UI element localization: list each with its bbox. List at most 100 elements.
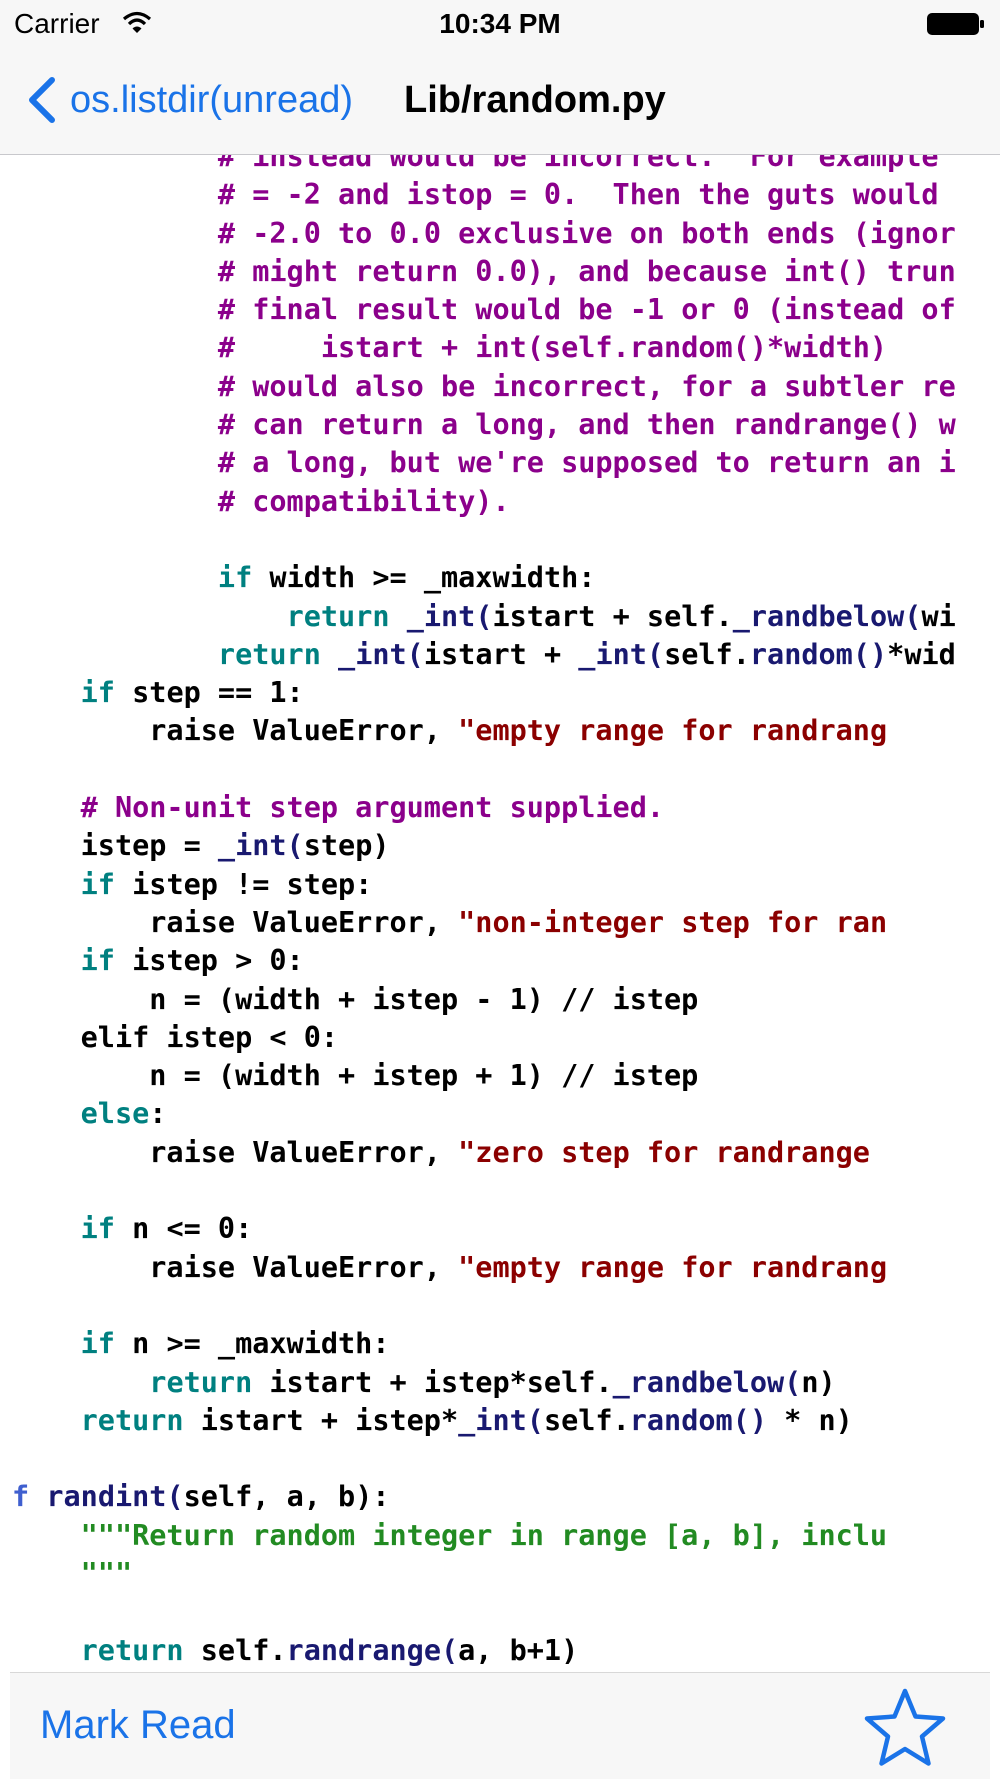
code-indent (12, 906, 81, 939)
code-listing: # instead would be incorrect. For exampl… (12, 155, 956, 1670)
code-view[interactable]: # instead would be incorrect. For exampl… (0, 155, 1000, 1675)
carrier-label: Carrier (14, 8, 100, 39)
code-token: istart + (423, 637, 579, 671)
code-line: if n <= 0: (12, 1210, 956, 1248)
code-token: *wid (887, 637, 956, 671)
code-indent (12, 983, 81, 1016)
code-line: if width >= _maxwidth: (12, 559, 956, 597)
code-line: if step == 1: (12, 674, 956, 712)
code-indent (12, 217, 149, 250)
code-line: return _int(istart + self._randbelow(wi (12, 598, 956, 636)
code-token: return (217, 637, 321, 671)
code-token: # compatibility). (149, 484, 510, 518)
code-token: self. (664, 637, 750, 671)
code-token: step) (303, 829, 390, 863)
code-line: # would also be incorrect, for a subtler… (12, 368, 956, 406)
code-token (149, 561, 218, 594)
code-indent (12, 408, 149, 441)
page-title: Lib/random.py (404, 79, 666, 121)
back-button[interactable]: os.listdir(unread) (26, 74, 353, 126)
navigation-bar: os.listdir(unread) Lib/random.py (0, 52, 1000, 155)
mark-read-button[interactable]: Mark Read (40, 1703, 236, 1747)
code-line: raise ValueError, "zero step for randran… (12, 1134, 956, 1172)
code-line: # Non-unit step argument supplied. (12, 789, 956, 827)
code-token: # = -2 and istop = 0. Then the guts woul… (149, 178, 939, 212)
code-indent (12, 1021, 81, 1054)
code-indent (12, 1404, 81, 1437)
code-token: """ (80, 1556, 133, 1590)
code-token: # -2.0 to 0.0 exclusive on both ends (ig… (149, 216, 956, 250)
battery-icon (927, 13, 984, 35)
code-line (12, 1172, 956, 1210)
code-token: randint( (46, 1480, 184, 1514)
code-line: raise ValueError, "empty range for randr… (12, 1249, 956, 1287)
code-token (390, 600, 407, 633)
code-token: if (80, 944, 115, 978)
code-line: return istart + istep*_int(self.random()… (12, 1402, 956, 1440)
code-indent (12, 178, 149, 211)
code-indent (12, 676, 81, 709)
code-line: n = (width + istep + 1) // istep (12, 1057, 956, 1095)
code-token: _int( (217, 829, 304, 863)
code-token: self. (543, 1403, 630, 1437)
code-line: # istart + int(self.random()*width) (12, 329, 956, 367)
code-indent (12, 600, 149, 633)
wifi-icon (122, 11, 152, 33)
code-indent (12, 944, 81, 977)
code-line: else: (12, 1095, 956, 1133)
code-line (12, 1287, 956, 1325)
code-line: # -2.0 to 0.0 exclusive on both ends (ig… (12, 215, 956, 253)
code-line (12, 751, 956, 789)
code-token: elif istep < 0: (80, 1020, 339, 1054)
code-token: width >= _maxwidth: (252, 561, 596, 595)
code-indent (12, 868, 81, 901)
code-token: a, b+1) (458, 1633, 579, 1667)
code-indent (12, 446, 149, 479)
code-indent (12, 155, 149, 173)
code-line: """ (12, 1555, 956, 1593)
code-token: else (80, 1097, 150, 1131)
code-token: n >= _maxwidth: (114, 1327, 390, 1361)
code-token (29, 1480, 46, 1513)
status-bar: Carrier 10:34 PM (0, 0, 1000, 52)
code-token: "empty range for randrang (458, 1250, 888, 1284)
code-token: istart + istep*self. (252, 1365, 613, 1399)
code-token: _int( (406, 599, 493, 633)
bottom-toolbar: Mark Read (10, 1672, 990, 1779)
code-indent (12, 1519, 81, 1552)
code-indent (12, 829, 81, 862)
code-token: # instead would be incorrect. For exampl… (149, 155, 939, 173)
code-line: if istep != step: (12, 866, 956, 904)
code-token: n = (width + istep + 1) // istep (80, 1059, 699, 1093)
code-token: istart + self. (492, 599, 733, 633)
code-line: # final result would be -1 or 0 (instead… (12, 291, 956, 329)
code-token: istep > 0: (114, 944, 304, 978)
code-token: # Non-unit step argument supplied. (80, 791, 665, 825)
code-token: # a long, but we're supposed to return a… (149, 446, 956, 480)
code-line (12, 1593, 956, 1631)
code-indent (12, 638, 149, 671)
code-token: n = (width + istep - 1) // istep (80, 982, 699, 1016)
star-icon[interactable] (862, 1687, 948, 1769)
code-token: _int( (578, 637, 665, 671)
code-line: return self.randrange(a, b+1) (12, 1632, 956, 1670)
code-line: # compatibility). (12, 483, 956, 521)
code-token: # might return 0.0), and because int() t… (149, 254, 956, 288)
code-token: n <= 0: (114, 1212, 253, 1246)
code-token: istep != step: (114, 867, 373, 901)
code-line: if n >= _maxwidth: (12, 1325, 956, 1363)
code-token: self, a, b): (183, 1480, 390, 1514)
code-line: f randint(self, a, b): (12, 1478, 956, 1516)
code-line (12, 521, 956, 559)
code-token (81, 1366, 150, 1399)
code-indent (12, 1366, 81, 1399)
code-token: if (80, 867, 115, 901)
code-token: _randbelow( (612, 1365, 802, 1399)
code-token: "non-integer step for ran (458, 905, 888, 939)
code-token: random() (749, 637, 888, 671)
code-token: # can return a long, and then randrange(… (149, 408, 956, 442)
code-token: self. (183, 1633, 287, 1667)
code-line: # = -2 and istop = 0. Then the guts woul… (12, 176, 956, 214)
code-token: return (149, 1365, 253, 1399)
code-token: if (80, 1327, 115, 1361)
